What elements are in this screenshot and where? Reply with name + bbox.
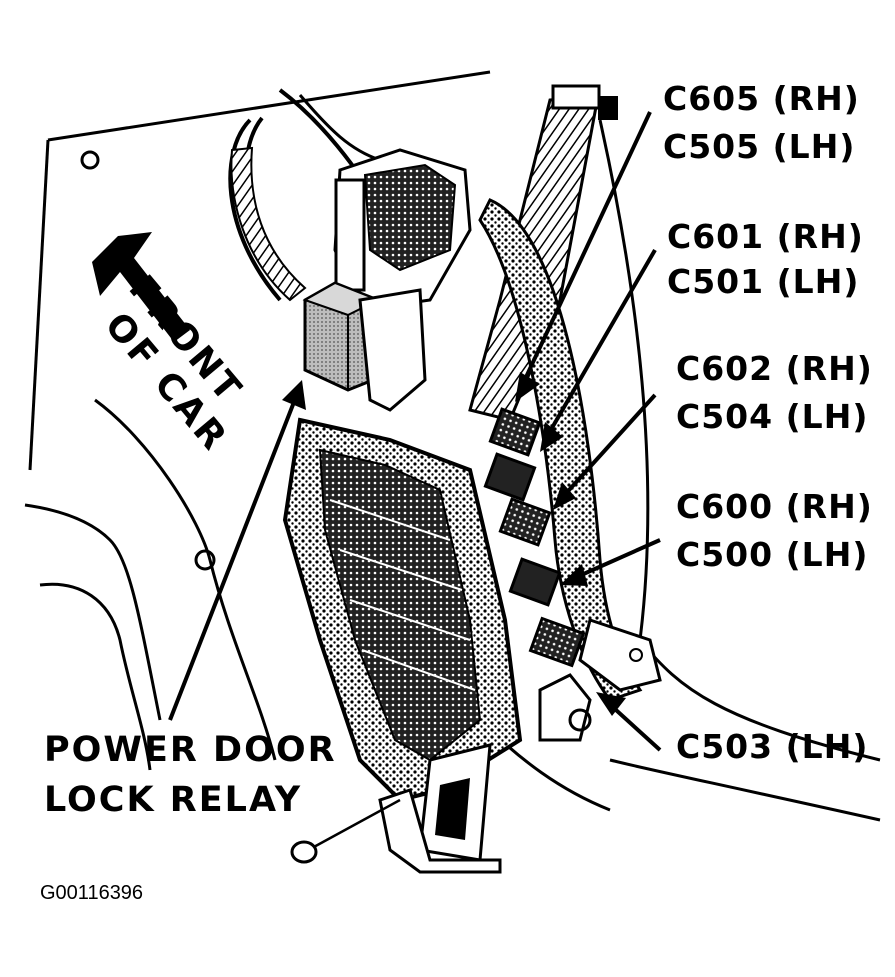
- connector-label-c605-rh: C605 (RH): [663, 79, 860, 118]
- relay-label-line1: POWER DOOR: [44, 730, 337, 770]
- fastener-bolt: [290, 798, 401, 864]
- relay-mount-tab: [334, 178, 366, 292]
- connector-label-c602-rh: C602 (RH): [676, 349, 873, 388]
- panel-screw-hole: [194, 549, 216, 571]
- upper-connector-block: [363, 163, 457, 272]
- front-of-car-arrow-icon: [92, 232, 190, 342]
- connector-label-c600-rh: C600 (RH): [676, 487, 873, 526]
- lower-bracket: [538, 673, 592, 742]
- fuse-block-inner: [318, 448, 482, 762]
- figure-id: G00116396: [40, 882, 144, 904]
- ribbon-connector-top: [551, 84, 601, 110]
- lower-right-bracket: [578, 618, 662, 692]
- relay-label-line2: LOCK RELAY: [44, 780, 303, 820]
- connector-label-c601-rh: C601 (RH): [667, 217, 864, 256]
- connector-label-c504-lh: C504 (LH): [676, 397, 869, 436]
- connector-label-c501-lh: C501 (LH): [667, 262, 860, 301]
- bracket-hole: [629, 648, 643, 662]
- relay-bracket: [358, 288, 427, 412]
- mounting-bracket-foot: [435, 778, 470, 840]
- body-panel-outline: [24, 70, 881, 822]
- fuse-rows: [329, 499, 476, 691]
- bracket-base: [378, 788, 502, 874]
- ribbon-connector-top: [598, 96, 618, 120]
- connector-cluster: [483, 407, 586, 668]
- connector-label-c503-lh: C503 (LH): [676, 727, 869, 766]
- connector-label-c500-lh: C500 (LH): [676, 535, 869, 574]
- panel-screw-hole: [80, 150, 100, 170]
- connector-label-c505-lh: C505 (LH): [663, 127, 856, 166]
- bracket-hole: [568, 708, 592, 732]
- leader-arrowheads: [282, 372, 626, 716]
- upper-wire-harness: [230, 146, 307, 302]
